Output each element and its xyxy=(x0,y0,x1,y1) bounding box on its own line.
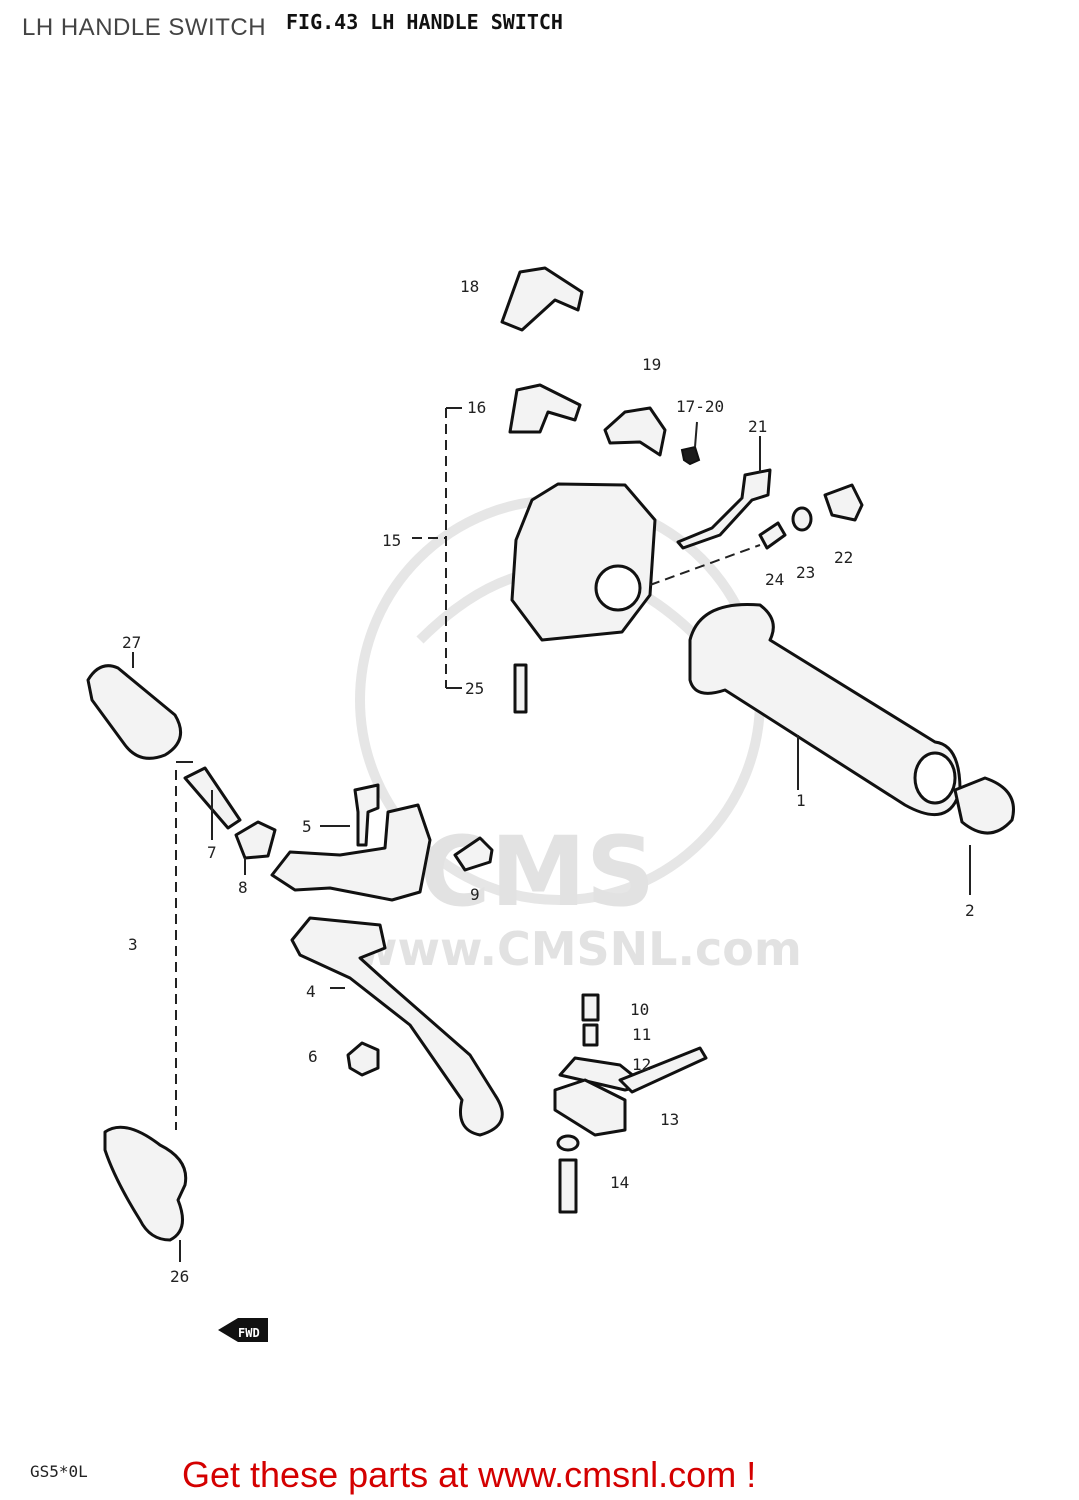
label-part-18: 18 xyxy=(460,277,479,296)
svg-text:FWD: FWD xyxy=(238,1326,260,1340)
part-24-spring xyxy=(758,521,787,550)
part-5-pivot-bolt xyxy=(353,783,380,847)
label-part-22: 22 xyxy=(834,548,853,567)
label-part-11: 11 xyxy=(632,1025,651,1044)
part-5-lever-holder xyxy=(270,803,432,902)
label-part-3: 3 xyxy=(128,935,138,954)
label-part-5: 5 xyxy=(302,817,312,836)
label-part-17-20: 17-20 xyxy=(676,397,724,416)
label-part-14: 14 xyxy=(610,1173,629,1192)
part-18-switch-knob xyxy=(500,266,584,332)
label-part-6: 6 xyxy=(308,1047,318,1066)
diagram-code: GS5*0L xyxy=(30,1462,88,1481)
part-6-nut xyxy=(346,1041,380,1077)
label-part-12: 12 xyxy=(632,1055,651,1074)
part-14-washer xyxy=(556,1134,580,1152)
label-part-24: 24 xyxy=(765,570,784,589)
part-25-screw xyxy=(513,663,528,714)
label-part-7: 7 xyxy=(207,843,217,862)
part-8-nut xyxy=(234,820,277,860)
part-17-20-screw xyxy=(680,445,701,466)
label-part-26: 26 xyxy=(170,1267,189,1286)
part-4-clutch-lever xyxy=(290,916,504,1137)
watermark-url: www.CMSNL.com xyxy=(355,922,802,976)
label-part-13: 13 xyxy=(660,1110,679,1129)
part-23-washer xyxy=(791,506,813,532)
label-part-9: 9 xyxy=(470,885,480,904)
part-2-grip-end-cap xyxy=(953,776,1015,835)
part-19-switch-knob xyxy=(603,406,667,457)
fwd-arrow-icon: FWD xyxy=(218,1318,268,1342)
part-14-screw xyxy=(558,1158,578,1214)
part-22-cap xyxy=(823,483,864,522)
label-part-19: 19 xyxy=(642,355,661,374)
label-part-8: 8 xyxy=(238,878,248,897)
page-title: LH HANDLE SWITCH xyxy=(22,14,267,41)
label-part-23: 23 xyxy=(796,563,815,582)
part-1-handle-grip xyxy=(688,602,962,816)
figure-title: FIG.43 LH HANDLE SWITCH xyxy=(286,10,563,34)
part-13-switch-base xyxy=(553,1078,627,1137)
label-part-2: 2 xyxy=(965,901,975,920)
label-part-25: 25 xyxy=(465,679,484,698)
label-part-10: 10 xyxy=(630,1000,649,1019)
part-16-switch-knob xyxy=(508,383,582,434)
label-part-16: 16 xyxy=(467,398,486,417)
promo-link[interactable]: Get these parts at www.cmsnl.com ! xyxy=(182,1454,757,1495)
watermark-logo: CMS xyxy=(420,816,655,928)
cmsnl-watermark: CMS www.CMSNL.com xyxy=(355,495,802,976)
part-27-dust-boot xyxy=(86,664,183,760)
label-part-4: 4 xyxy=(306,982,316,1001)
part-15-switch-housing xyxy=(510,482,657,642)
part-21-lever xyxy=(676,468,772,550)
label-part-27: 27 xyxy=(122,633,141,652)
part-26-lever-cover xyxy=(103,1125,188,1242)
part-9-screw xyxy=(453,836,494,872)
label-part-21: 21 xyxy=(748,417,767,436)
part-12-cable xyxy=(618,1046,708,1094)
part-10-contact xyxy=(581,993,600,1022)
part-11-spring xyxy=(582,1023,599,1047)
label-part-1: 1 xyxy=(796,791,806,810)
label-part-15: 15 xyxy=(382,531,401,550)
